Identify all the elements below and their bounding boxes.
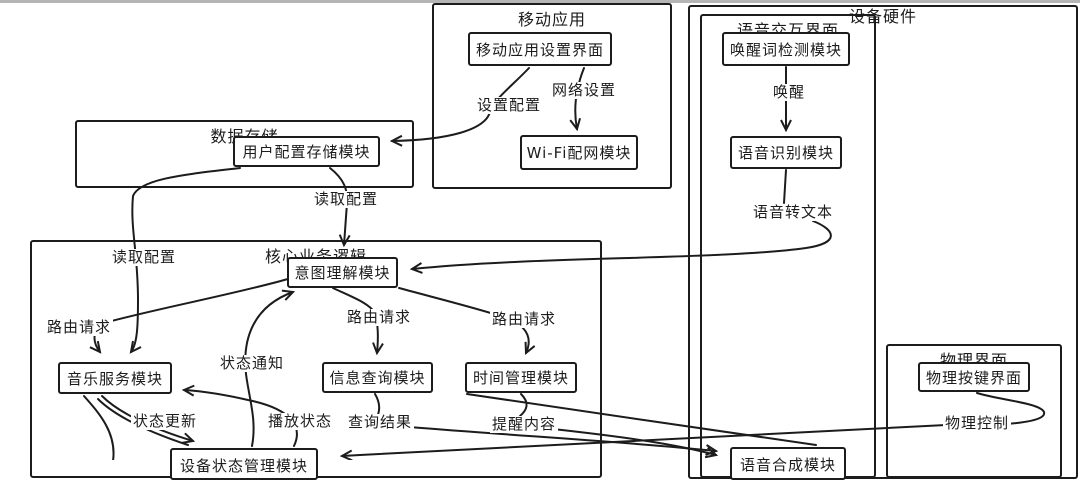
label-reminder-content: 提醒内容: [490, 415, 559, 433]
module-user-config-storage: 用户配置存储模块: [233, 136, 380, 167]
label-read-config-left: 读取配置: [110, 248, 179, 266]
label-read-config-right: 读取配置: [312, 190, 381, 208]
label-route-request-mid: 路由请求: [345, 308, 414, 326]
module-wake-word-detect: 唤醒词检测模块: [722, 32, 850, 66]
module-device-state-mgmt: 设备状态管理模块: [170, 448, 318, 480]
label-route-request-left: 路由请求: [45, 318, 114, 336]
edge-settings-config: [389, 67, 530, 147]
edge-music-exit: [83, 395, 115, 460]
label-settings-config: 设置配置: [475, 96, 544, 114]
label-play-status: 播放状态: [266, 412, 335, 430]
module-info-query: 信息查询模块: [322, 362, 433, 393]
label-speech-to-text: 语音转文本: [751, 203, 836, 221]
edge-asr-to-stt: [783, 169, 787, 204]
edge-physical-control: [339, 392, 1046, 460]
label-status-update: 状态更新: [131, 412, 200, 430]
edge-reminder-b: [552, 428, 719, 459]
label-query-result: 查询结果: [346, 413, 415, 431]
module-physical-button-ui: 物理按键界面: [918, 362, 1030, 392]
module-wifi-provisioning: Wi-Fi配网模块: [520, 135, 638, 170]
edge-stt-to-intent: [409, 220, 832, 274]
edge-play-status: [181, 384, 298, 447]
group-title-device-hardware: 设备硬件: [848, 7, 917, 26]
label-physical-control: 物理控制: [943, 414, 1012, 432]
module-music-service: 音乐服务模块: [58, 362, 172, 394]
edge-time-to-tts: [466, 393, 817, 446]
edge-reminder-a: [519, 393, 528, 417]
label-route-request-right: 路由请求: [490, 310, 559, 328]
group-title-mobile-app: 移动应用: [517, 10, 586, 29]
edge-route-left: [89, 278, 289, 354]
label-status-notify: 状态通知: [218, 354, 287, 372]
module-intent-understanding: 意图理解模块: [287, 257, 398, 288]
label-wake: 唤醒: [771, 83, 808, 101]
window-top-edge: [0, 0, 1080, 3]
edge-status-notify: [244, 289, 296, 447]
module-speech-recognition: 语音识别模块: [730, 136, 842, 169]
edge-read-config-left: [129, 167, 241, 354]
label-network-settings: 网络设置: [550, 81, 619, 99]
module-mobile-settings-ui: 移动应用设置界面: [468, 32, 612, 66]
group-mobile-app: 移动应用: [432, 3, 672, 189]
module-speech-synthesis: 语音合成模块: [730, 447, 846, 480]
module-time-management: 时间管理模块: [465, 362, 577, 393]
connector-wires: [83, 66, 1046, 460]
